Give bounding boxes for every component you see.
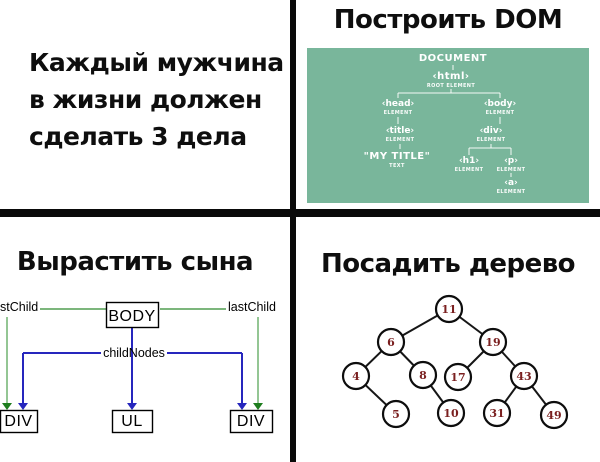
dom-node-label: ‹html› xyxy=(432,71,470,82)
tree-node-value: 10 xyxy=(443,407,459,420)
caption-line: сделать 3 дела xyxy=(29,122,247,151)
dom-node-type-label: ROOT ELEMENT xyxy=(426,83,476,89)
node-box-label: DIV xyxy=(4,413,32,430)
tree-node-11 xyxy=(434,294,464,324)
caption-text: Каждый мужчина в жизни должен сделать 3 … xyxy=(29,44,284,155)
tree-node-8 xyxy=(408,360,438,390)
dom-node-type-label: ELEMENT xyxy=(383,110,413,116)
node-box-label: BODY xyxy=(108,308,155,325)
relation-label: stChild xyxy=(0,300,38,314)
caption-line: в жизни должен xyxy=(29,85,262,114)
tree-node-43 xyxy=(509,361,539,391)
dom-node-head: ‹head›ELEMENT xyxy=(382,100,414,116)
dom-node-title: ‹title›ELEMENT xyxy=(386,127,415,143)
green-arrowhead xyxy=(253,403,263,410)
dom-node-label: "MY TITLE" xyxy=(363,151,431,162)
bst-tree-diagram: 11 6 19 4 8 17 43 5 10 31 49 xyxy=(341,294,569,430)
tree-node-value: 6 xyxy=(387,336,395,349)
tree-node-value: 17 xyxy=(450,371,465,384)
tree-node-value: 4 xyxy=(352,370,360,383)
dom-node-type-label: TEXT xyxy=(389,163,405,169)
tree-node-17 xyxy=(443,362,473,392)
panel-bottom-right: Посадить дерево 11 6 19 4 8 17 43 5 10 31 49 xyxy=(296,217,600,462)
dom-node-type-label: ELEMENT xyxy=(496,189,526,195)
node-box-ul xyxy=(111,409,154,434)
dom-node-body: ‹body›ELEMENT xyxy=(484,100,516,116)
dom-node-a: ‹a›ELEMENT xyxy=(497,179,526,195)
dom-node-document: DOCUMENT xyxy=(419,54,487,64)
tree-node-value: 8 xyxy=(419,369,427,382)
dom-node-type-label: ELEMENT xyxy=(476,137,506,143)
blue-arrowhead xyxy=(127,403,137,410)
relation-label: lastChild xyxy=(228,300,276,314)
dom-node-label: ‹p› xyxy=(504,156,518,166)
dom-node-div: ‹div›ELEMENT xyxy=(477,127,506,143)
dom-tree-diagram: DOCUMENT‹html›ROOT ELEMENT‹head›ELEMENT‹… xyxy=(307,48,589,203)
tree-node-49 xyxy=(539,400,569,430)
dom-tree-lines xyxy=(397,65,512,177)
node-box-label: UL xyxy=(121,413,142,430)
node-box-body xyxy=(105,301,160,329)
dom-node-type-label: ELEMENT xyxy=(385,137,415,143)
panel-bottom-left: Вырастить сына BODY DIV UL DIV stChild lastCh… xyxy=(0,217,290,462)
dom-node-type-label: ELEMENT xyxy=(485,110,515,116)
divider-horizontal xyxy=(0,209,600,217)
divider-vertical xyxy=(290,0,296,462)
node-box-div xyxy=(0,409,39,434)
dom-node-p: ‹p›ELEMENT xyxy=(497,157,526,173)
tree-node-31 xyxy=(482,398,512,428)
green-arrowhead xyxy=(2,403,12,410)
tree-node-5 xyxy=(381,399,411,429)
dom-node-mytitle: "MY TITLE"TEXT xyxy=(364,152,431,169)
tree-node-value: 31 xyxy=(489,407,504,420)
blue-arrowhead xyxy=(237,403,247,410)
tree-node-6 xyxy=(376,327,406,357)
caption-line: Каждый мужчина xyxy=(29,48,284,77)
dom-node-label: ‹head› xyxy=(381,99,415,109)
dom-node-html: ‹html›ROOT ELEMENT xyxy=(427,72,475,89)
tree-node-10 xyxy=(436,398,466,428)
tree-node-value: 43 xyxy=(516,370,531,383)
tree-node-value: 11 xyxy=(441,303,456,316)
dom-node-label: ‹div› xyxy=(479,126,503,136)
body-children-diagram: BODY DIV UL DIV stChild lastChild childNodes xyxy=(0,300,276,434)
dom-node-label: ‹body› xyxy=(483,99,517,109)
tree-node-value: 19 xyxy=(485,336,500,349)
tree-node-4 xyxy=(341,361,371,391)
panel-top-left: Каждый мужчина в жизни должен сделать 3 … xyxy=(0,0,290,209)
panel-top-right: Построить DOM DOCUMENT ‹html›ROOT ELEMENT… xyxy=(296,0,600,209)
dom-node-label: DOCUMENT xyxy=(418,53,488,64)
blue-arrowhead xyxy=(18,403,28,410)
dom-node-type-label: ELEMENT xyxy=(454,167,484,173)
node-box-div xyxy=(229,409,274,434)
tree-node-value: 5 xyxy=(392,408,400,421)
dom-node-type-label: ELEMENT xyxy=(496,167,526,173)
tree-node-19 xyxy=(478,327,508,357)
tree-node-value: 49 xyxy=(546,409,561,422)
dom-node-label: ‹a› xyxy=(504,178,518,188)
node-box-label: DIV xyxy=(237,413,265,430)
relation-label: childNodes xyxy=(103,346,165,360)
dom-node-label: ‹h1› xyxy=(458,156,480,166)
dom-node-label: ‹title› xyxy=(385,126,415,136)
panel-title-build-dom: Построить DOM xyxy=(333,5,563,35)
dom-node-h1: ‹h1›ELEMENT xyxy=(455,157,484,173)
panel-title-raise-son: Вырастить сына xyxy=(16,247,254,277)
panel-title-plant-tree: Посадить дерево xyxy=(320,249,576,279)
